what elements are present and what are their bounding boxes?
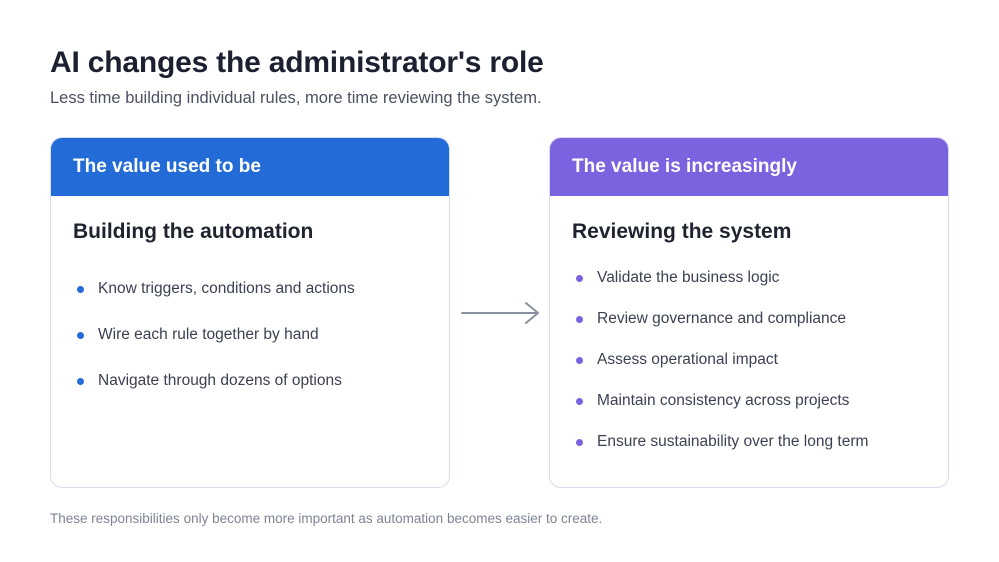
dot-icon <box>77 331 84 339</box>
dot-icon <box>576 274 583 282</box>
card-previous-value: The value used to be Building the automa… <box>50 137 450 488</box>
card-current-value: The value is increasingly Reviewing the … <box>549 137 949 488</box>
list-item: Navigate through dozens of options <box>77 370 355 392</box>
card-heading: Reviewing the system <box>572 220 792 243</box>
card-heading: Building the automation <box>73 220 314 243</box>
footer-note: These responsibilities only become more … <box>50 511 603 526</box>
dot-icon <box>576 356 583 364</box>
dot-icon <box>576 438 583 446</box>
dot-icon <box>576 315 583 323</box>
list-item: Validate the business logic <box>576 267 868 289</box>
list-item-text: Maintain consistency across projects <box>597 392 850 409</box>
list-item-text: Validate the business logic <box>597 269 780 286</box>
dot-icon <box>77 377 84 385</box>
card-header: The value is increasingly <box>550 138 948 196</box>
page-title: AI changes the administrator's role <box>50 46 544 79</box>
list-item-text: Ensure sustainability over the long term <box>597 433 869 450</box>
list-item-text: Wire each rule together by hand <box>98 326 319 343</box>
list-item-text: Assess operational impact <box>597 351 778 368</box>
list-item: Review governance and compliance <box>576 308 868 330</box>
page-subtitle: Less time building individual rules, mor… <box>50 89 542 107</box>
bullet-list: Know triggers, conditions and actions Wi… <box>77 278 355 416</box>
list-item-text: Navigate through dozens of options <box>98 372 342 389</box>
arrow-right-icon <box>461 302 539 324</box>
dot-icon <box>576 397 583 405</box>
list-item-text: Know triggers, conditions and actions <box>98 280 355 297</box>
list-item: Assess operational impact <box>576 349 868 371</box>
list-item: Know triggers, conditions and actions <box>77 278 355 300</box>
list-item: Ensure sustainability over the long term <box>576 431 868 453</box>
list-item-text: Review governance and compliance <box>597 310 847 327</box>
list-item: Wire each rule together by hand <box>77 324 355 346</box>
card-header: The value used to be <box>51 138 449 196</box>
bullet-list: Validate the business logic Review gover… <box>576 267 868 472</box>
dot-icon <box>77 285 84 293</box>
list-item: Maintain consistency across projects <box>576 390 868 412</box>
